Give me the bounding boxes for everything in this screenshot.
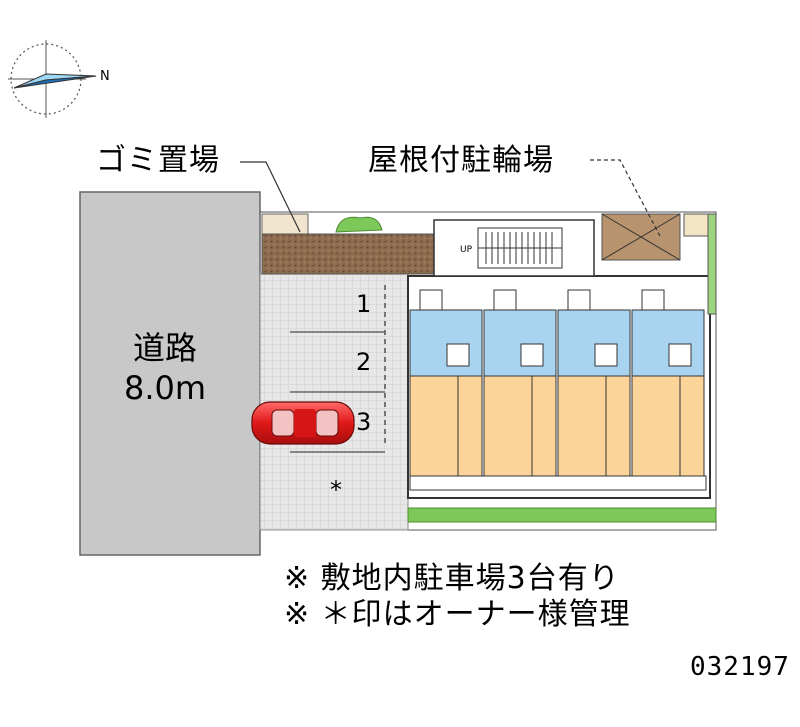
road <box>79 191 261 556</box>
parking-slot-owner: * <box>330 476 342 504</box>
road-name: 道路 <box>132 329 197 367</box>
stairs-up-label: UP <box>460 245 473 255</box>
parking-slot-2: 2 <box>356 348 372 376</box>
apartment-building <box>407 219 711 499</box>
parking-slot-1: 1 <box>356 290 372 318</box>
trash-leader <box>240 161 301 233</box>
parking-slot-3: 3 <box>356 408 372 436</box>
compass-icon <box>8 40 97 118</box>
shrub <box>335 216 383 233</box>
property-code: 032197 <box>690 652 790 682</box>
stairs-icon <box>477 227 563 269</box>
brick-area <box>261 233 435 275</box>
road-width: 8.0m <box>123 369 207 407</box>
compass-north-label: N <box>100 69 110 84</box>
side-planting <box>707 213 717 315</box>
trash-area <box>261 213 309 235</box>
trash-area-label: ゴミ置場 <box>96 143 220 178</box>
bike-parking-label: 屋根付駐輪場 <box>368 143 554 178</box>
bike-leader <box>590 159 661 237</box>
bike-parking <box>601 213 709 261</box>
parking-note: ※ 敷地内駐車場3台有り <box>284 561 620 596</box>
owner-note: ※ ＊印はオーナー様管理 <box>284 597 631 632</box>
car-icon <box>251 401 355 445</box>
hedge <box>407 507 717 523</box>
